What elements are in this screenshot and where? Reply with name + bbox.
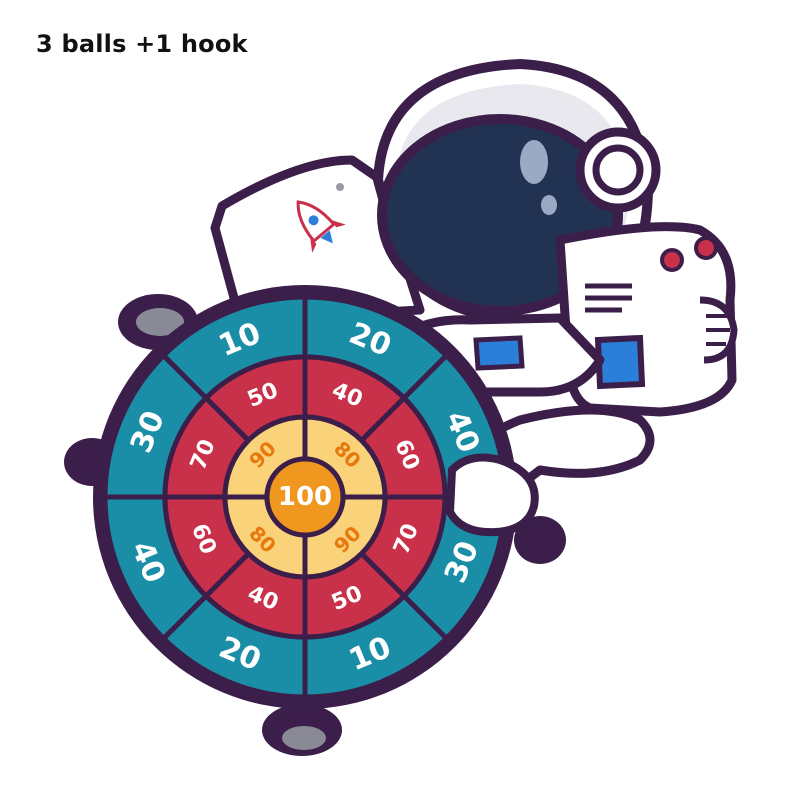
- astronaut-hand: [445, 453, 539, 537]
- product-caption: 3 balls +1 hook: [36, 30, 248, 58]
- bullseye: [264, 456, 346, 538]
- rocket-icon: [296, 200, 346, 253]
- bullseye-score-label: 100: [278, 482, 332, 512]
